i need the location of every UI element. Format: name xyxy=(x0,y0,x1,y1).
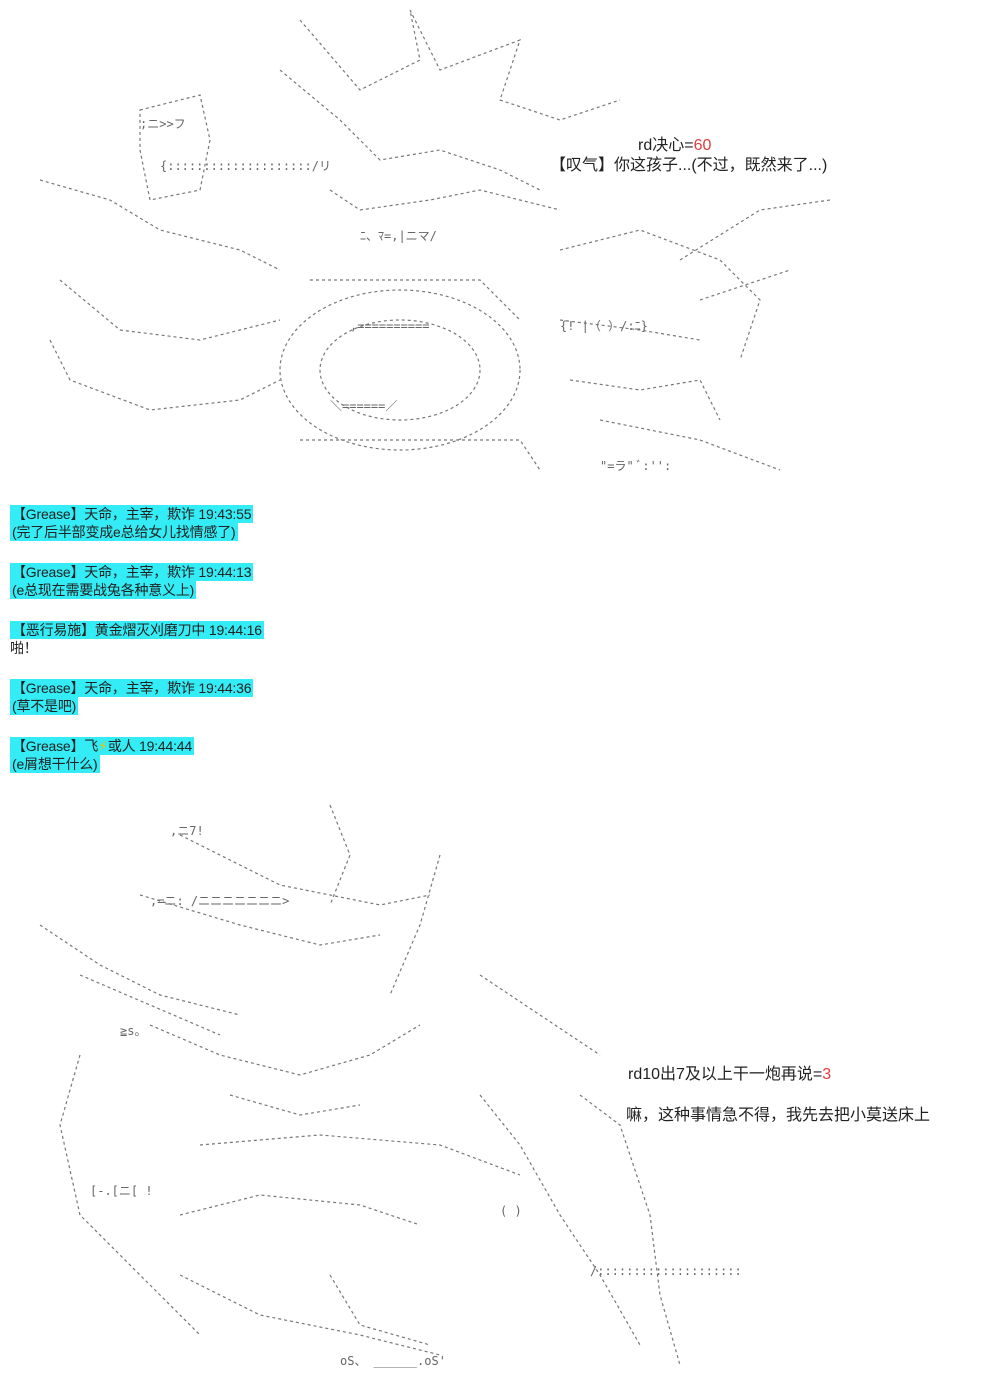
svg-text:,==========: ,========== xyxy=(350,319,429,333)
chat-body: 啪！ xyxy=(10,640,38,656)
chat-body: (完了后半部变成e总给女儿找情感了) xyxy=(10,523,238,541)
chat-body: (草不是吧) xyxy=(10,697,79,715)
chat-header: 【Grease】天命，主宰，欺诈 19:44:36 xyxy=(10,679,254,697)
svg-text:;ニ>>フ: ;ニ>>フ xyxy=(140,117,186,131)
svg-text:{! |（ ）/:ﾆ}: {! |（ ）/:ﾆ} xyxy=(560,319,648,333)
chat-body: (e屑想干什么) xyxy=(10,755,100,773)
chat-message: 【Grease】飞⚡或人 19:44:44 (e屑想干什么) xyxy=(10,737,264,773)
speech-bottom: 嘛，这种事情急不得，我先去把小莫送床上 xyxy=(626,1107,931,1124)
chat-message: 【Grease】天命，主宰，欺诈 19:43:55 (完了后半部变成e总给女儿找… xyxy=(10,505,264,541)
svg-text:[-.[ニ[ !: [-.[ニ[ ! xyxy=(90,1184,153,1198)
chat-message: 【Grease】天命，主宰，欺诈 19:44:36 (草不是吧) xyxy=(10,679,264,715)
chat-header: 【Grease】天命，主宰，欺诈 19:43:55 xyxy=(10,505,254,523)
chat-header: 【Grease】飞⚡或人 19:44:44 xyxy=(10,737,194,755)
roll-value: 3 xyxy=(822,1066,832,1083)
chat-header-suffix: 或人 19:44:44 xyxy=(107,738,192,754)
lightning-icon: ⚡ xyxy=(98,738,108,754)
svg-text:,ニ7!: ,ニ7! xyxy=(170,824,204,838)
roll-label: rd决心= xyxy=(638,137,694,154)
ascii-art-top: ;ニ>>フ {::::::::::::::::::::/リ ﾆ、ﾏ=,|ニマ/ … xyxy=(0,0,1000,490)
svg-text:/::::::::::::::::::::: /:::::::::::::::::::: xyxy=(590,1264,742,1278)
roll-line-top: rd决心=60 xyxy=(638,136,711,156)
chat-header: 【恶行易施】黄金熠灭刈磨刀中 19:44:16 xyxy=(10,621,264,639)
chat-header-prefix: 【Grease】飞 xyxy=(12,738,99,754)
chat-body: (e总现在需要战兔各种意义上) xyxy=(10,581,197,599)
roll-value: 60 xyxy=(693,137,712,154)
svg-text:( ): ( ) xyxy=(500,1204,522,1218)
svg-text:"=ラ" ﾞ:'':: "=ラ" ﾞ:'': xyxy=(600,459,671,473)
roll-line-bottom: rd10出7及以上干一炮再说=3 xyxy=(628,1065,831,1085)
svg-text:ﾆ、ﾏ=,|ニマ/: ﾆ、ﾏ=,|ニマ/ xyxy=(360,229,437,243)
svg-text:oS、 ______.oS': oS、 ______.oS' xyxy=(340,1354,446,1368)
ascii-art-bottom: ,ニ7! ,=ニ: /ニニニニニニニ> ≧s。 [-.[ニ[ ! ( ) /::… xyxy=(0,795,1000,1375)
ascii-art-bottom-drawing: ,ニ7! ,=ニ: /ニニニニニニニ> ≧s。 [-.[ニ[ ! ( ) /::… xyxy=(39,804,742,1368)
chat-log: 【Grease】天命，主宰，欺诈 19:43:55 (完了后半部变成e总给女儿找… xyxy=(10,505,264,795)
svg-text:＼======／: ＼======／ xyxy=(330,399,397,413)
svg-text:{::::::::::::::::::::/リ: {::::::::::::::::::::/リ xyxy=(160,159,331,173)
chat-header: 【Grease】天命，主宰，欺诈 19:44:13 xyxy=(10,563,254,581)
speech-top: 【叹气】你这孩子...(不过，既然来了...) xyxy=(550,157,828,174)
ascii-art-top-drawing: ;ニ>>フ {::::::::::::::::::::/リ ﾆ、ﾏ=,|ニマ/ … xyxy=(39,9,831,473)
svg-text:≧s。: ≧s。 xyxy=(120,1024,146,1038)
chat-message: 【恶行易施】黄金熠灭刈磨刀中 19:44:16 啪！ xyxy=(10,621,264,657)
roll-label: rd10出7及以上干一炮再说= xyxy=(628,1066,823,1083)
svg-text:,=ニ: /ニニニニニニニ>: ,=ニ: /ニニニニニニニ> xyxy=(150,894,289,908)
chat-message: 【Grease】天命，主宰，欺诈 19:44:13 (e总现在需要战兔各种意义上… xyxy=(10,563,264,599)
